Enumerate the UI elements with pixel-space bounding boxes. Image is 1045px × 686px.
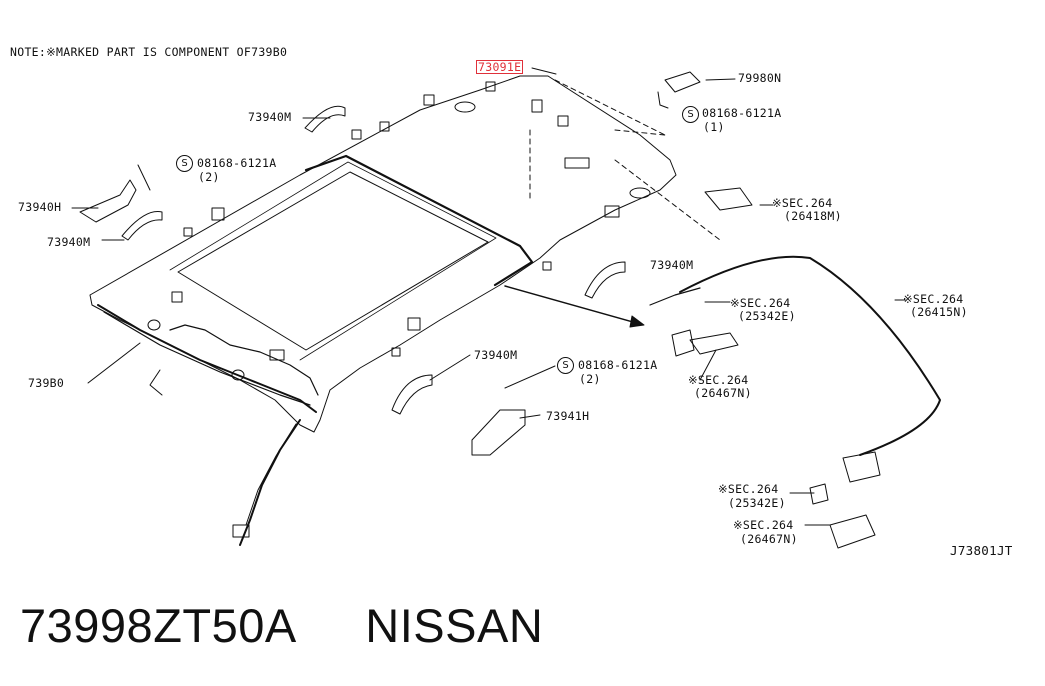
label-sec-26418m-ref: (26418M) [784, 209, 842, 223]
switch-26467n-b [829, 514, 876, 549]
part-number: 73998ZT50A [20, 599, 295, 652]
label-73940m-b[interactable]: 73940M [47, 235, 91, 249]
screw-symbol-2: S [176, 155, 193, 172]
label-screw-1[interactable]: 08168-6121A [702, 106, 782, 120]
label-screw-1-qty: (1) [703, 120, 725, 134]
label-screw-3[interactable]: 08168-6121A [578, 358, 658, 372]
assist-grip-c [584, 261, 626, 299]
screw-symbol-3: S [557, 357, 574, 374]
label-73940h[interactable]: 73940H [18, 200, 62, 214]
label-sec-26467n[interactable]: ※SEC.264 [688, 373, 749, 387]
assist-grip-b [121, 211, 163, 241]
brand-name: NISSAN [365, 599, 544, 652]
label-sec-25342e-b[interactable]: ※SEC.264 [718, 482, 779, 496]
label-sec-25342e-ref: (25342E) [738, 309, 796, 323]
cable-26415n [679, 255, 941, 456]
label-73940m-a[interactable]: 73940M [248, 110, 292, 124]
footer-part-number: 73998ZT50A NISSAN [20, 598, 543, 653]
lamp-26418m [704, 187, 753, 211]
diagram-id: J73801JT [950, 543, 1013, 558]
label-sec-26467n-b[interactable]: ※SEC.264 [733, 518, 794, 532]
lamp-bottom [842, 451, 881, 483]
label-sec-25342e-b-ref: (25342E) [728, 496, 786, 510]
switch-26467n [689, 332, 739, 355]
sunroof-opening [177, 171, 489, 351]
label-739b0[interactable]: 739B0 [28, 376, 65, 390]
assist-grip-a [304, 105, 346, 133]
label-sec-25342e[interactable]: ※SEC.264 [730, 296, 791, 310]
label-sec-26415n-ref: (26415N) [910, 305, 968, 319]
bracket-73940h [79, 179, 137, 223]
label-sec-26467n-ref: (26467N) [694, 386, 752, 400]
label-73940m-d[interactable]: 73940M [474, 348, 518, 362]
label-screw-3-qty: (2) [579, 372, 601, 386]
screw-symbol-1: S [682, 106, 699, 123]
switch-25342e-b [809, 483, 829, 505]
label-73940m-c[interactable]: 73940M [650, 258, 694, 272]
headliner-panel [89, 75, 677, 433]
label-screw-2[interactable]: 08168-6121A [197, 156, 277, 170]
bracket-73941h [471, 409, 526, 456]
switch-25342e [671, 329, 695, 357]
label-73941h[interactable]: 73941H [546, 409, 590, 423]
assist-grip-d [391, 374, 433, 415]
label-79980n[interactable]: 79980N [738, 71, 782, 85]
lamp-79980n [664, 71, 701, 93]
label-sec-26415n[interactable]: ※SEC.264 [903, 292, 964, 306]
label-sec-26467n-b-ref: (26467N) [740, 532, 798, 546]
note-text: NOTE:※MARKED PART IS COMPONENT OF739B0 [10, 45, 288, 59]
label-screw-2-qty: (2) [198, 170, 220, 184]
label-sec-26418m[interactable]: ※SEC.264 [772, 196, 833, 210]
label-73091e[interactable]: 73091E [476, 60, 524, 74]
